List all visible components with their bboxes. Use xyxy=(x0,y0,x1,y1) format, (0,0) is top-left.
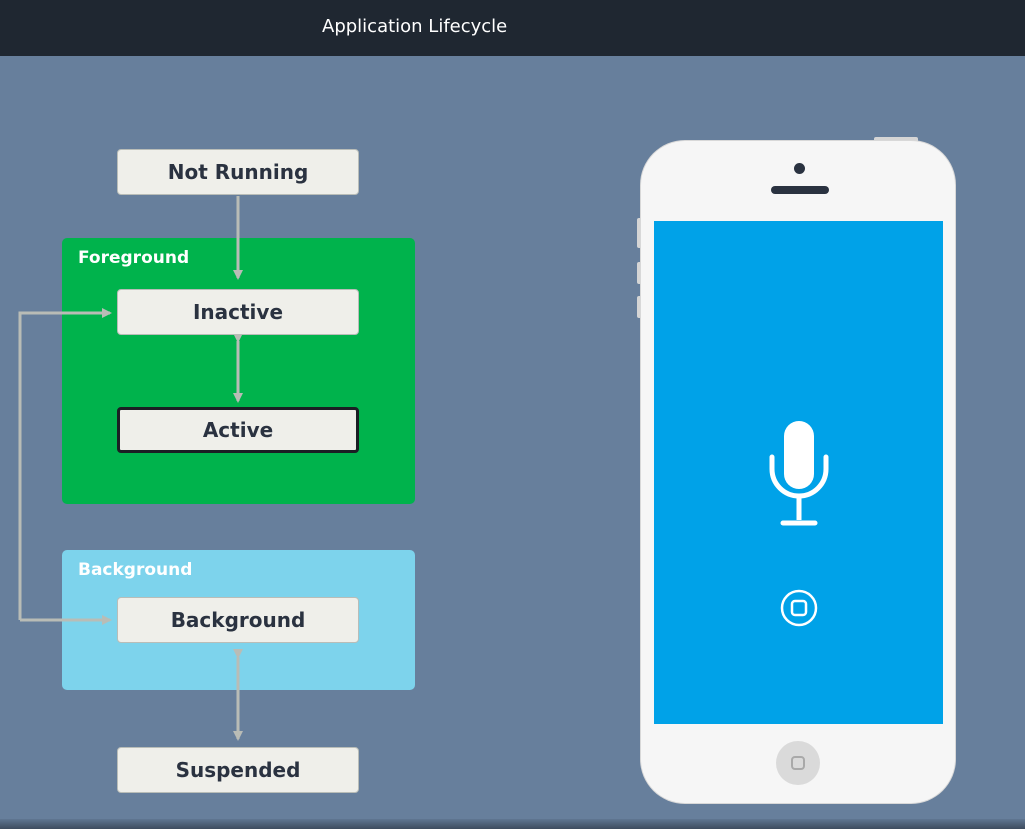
phone-home-button xyxy=(776,741,820,785)
state-inactive: Inactive xyxy=(117,289,359,335)
home-square-icon xyxy=(780,589,818,627)
microphone-icon xyxy=(769,421,829,526)
phone-speaker xyxy=(771,186,829,194)
home-button-square-icon xyxy=(791,756,805,770)
stage-bottom-edge xyxy=(0,819,1025,829)
phone-camera xyxy=(794,163,805,174)
phone-mute-switch xyxy=(637,218,643,248)
window-title: Application Lifecycle xyxy=(322,16,508,37)
state-not-running: Not Running xyxy=(117,149,359,195)
state-background: Background xyxy=(117,597,359,643)
title-bar: Application Lifecycle xyxy=(0,0,1025,56)
phone-volume-down-button xyxy=(637,296,643,318)
phone-screen xyxy=(654,221,943,724)
foreground-group-label: Foreground xyxy=(78,248,190,268)
background-group-label: Background xyxy=(78,560,193,580)
phone-volume-up-button xyxy=(637,262,643,284)
phone-power-button xyxy=(874,137,918,143)
arrow-background-to-inactive xyxy=(18,308,112,620)
phone-illustration xyxy=(641,141,955,803)
state-suspended: Suspended xyxy=(117,747,359,793)
state-active: Active xyxy=(117,407,359,453)
